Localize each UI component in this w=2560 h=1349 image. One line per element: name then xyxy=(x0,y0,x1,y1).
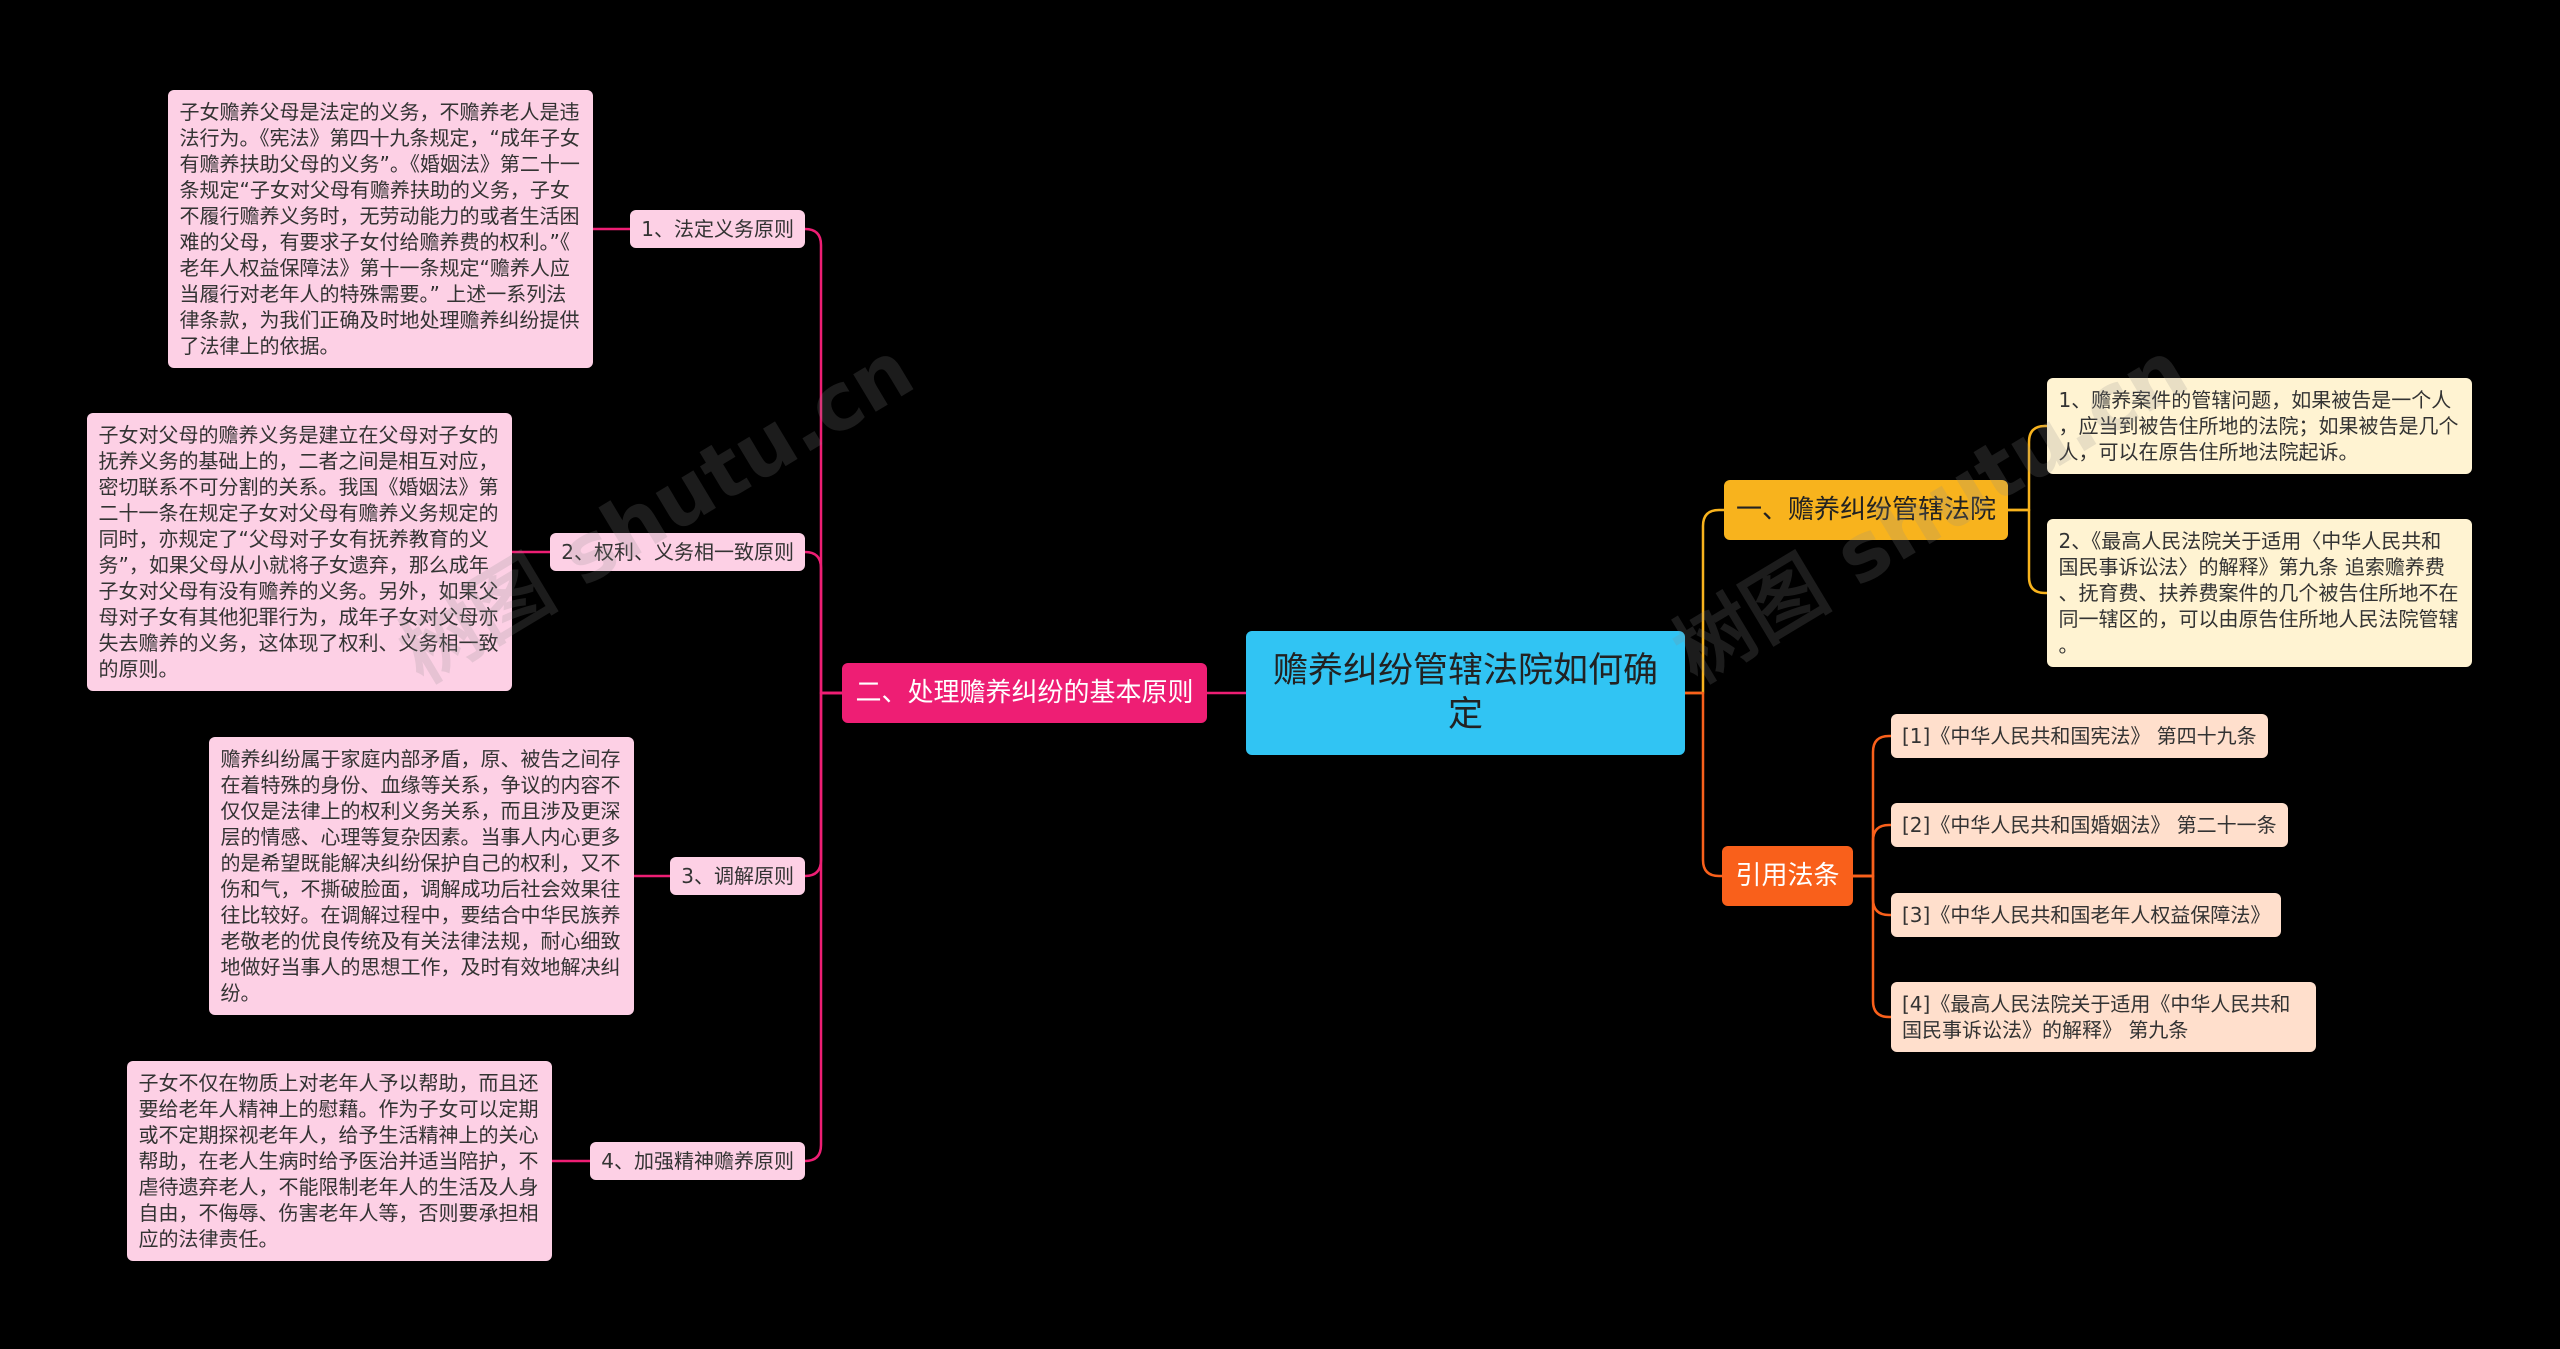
subtopic-mediation[interactable]: 3、调解原则 xyxy=(670,857,805,895)
connectors-principles xyxy=(510,227,1248,1163)
cited-law-4[interactable]: [4]《最高人民法院关于适用《中华人民共和国民事诉讼法》的解释》 第九条 xyxy=(1891,982,2316,1052)
subtopic-legal-duty[interactable]: 1、法定义务原则 xyxy=(630,210,805,248)
cited-law-3[interactable]: [3]《中华人民共和国老年人权益保障法》 xyxy=(1891,893,2282,937)
note-legal-duty[interactable]: 子女赡养父母是法定的义务，不赡养老人是违法行为。《宪法》第四十九条规定，“成年子… xyxy=(168,90,593,368)
connectors-laws xyxy=(1683,691,1893,1019)
connector-jurisdiction-to-item-2 xyxy=(2006,508,2049,595)
subtopic-rights-duties[interactable]: 2、权利、义务相一致原则 xyxy=(550,533,805,571)
branch-jurisdiction[interactable]: 一、赡养纠纷管辖法院 xyxy=(1724,480,2008,540)
cited-law-1[interactable]: [1]《中华人民共和国宪法》 第四十九条 xyxy=(1891,714,2268,758)
branch-cited-laws[interactable]: 引用法条 xyxy=(1722,846,1853,906)
root-topic[interactable]: 赡养纠纷管辖法院如何确定 xyxy=(1246,631,1685,755)
cited-law-2[interactable]: [2]《中华人民共和国婚姻法》 第二十一条 xyxy=(1891,803,2288,847)
jurisdiction-item-1[interactable]: 1、赡养案件的管辖问题，如果被告是一个人，应当到被告住所地的法院；如果被告是几个… xyxy=(2047,378,2472,474)
connector-principles-to-legal-duty xyxy=(803,227,844,695)
note-spiritual-support[interactable]: 子女不仅在物质上对老年人予以帮助，而且还要给老年人精神上的慰藉。作为子女可以定期… xyxy=(127,1061,552,1261)
connector-principles-to-mediation xyxy=(803,691,844,878)
connector-principles-to-rights-duties xyxy=(803,550,844,695)
connector-jurisdiction-to-item-1 xyxy=(2006,424,2049,512)
connector-principles-to-spiritual-support xyxy=(803,691,844,1163)
subtopic-spiritual-support[interactable]: 4、加强精神赡养原则 xyxy=(590,1142,805,1180)
connector-root-to-jurisdiction xyxy=(1683,508,1726,695)
connector-laws-to-law-2 xyxy=(1851,823,1893,878)
connectors-jurisdiction xyxy=(1683,424,2049,695)
connector-laws-to-law-1 xyxy=(1851,734,1893,878)
note-mediation[interactable]: 赡养纠纷属于家庭内部矛盾，原、被告之间存在着特殊的身份、血缘等关系，争议的内容不… xyxy=(209,737,634,1015)
branch-principles[interactable]: 二、处理赡养纠纷的基本原则 xyxy=(842,663,1207,723)
jurisdiction-item-2[interactable]: 2、《最高人民法院关于适用〈中华人民共和国民事诉讼法〉的解释》第九条 追索赡养费… xyxy=(2047,519,2472,667)
connector-root-to-laws xyxy=(1683,691,1724,878)
note-rights-duties[interactable]: 子女对父母的赡养义务是建立在父母对子女的抚养义务的基础上的，二者之间是相互对应，… xyxy=(87,413,512,691)
connector-laws-to-law-4 xyxy=(1851,874,1893,1019)
